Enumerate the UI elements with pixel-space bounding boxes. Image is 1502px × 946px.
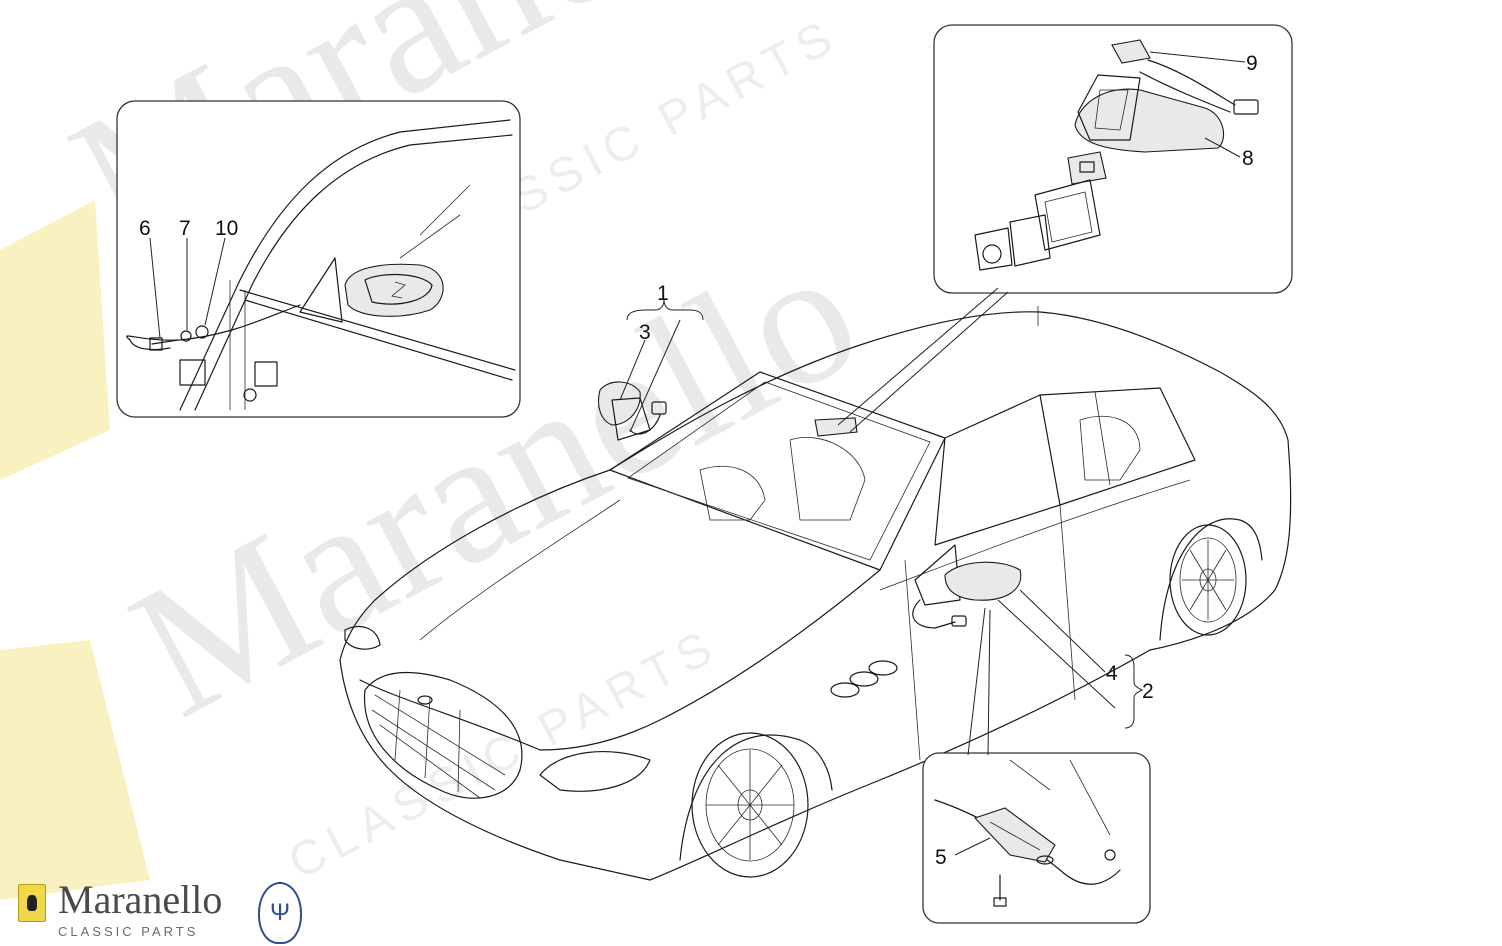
callout-5: 5 — [935, 846, 947, 869]
ferrari-shield-icon — [18, 884, 46, 922]
front-wheel — [691, 732, 809, 878]
inset-courtesy-lamp-detail — [922, 752, 1151, 924]
maserati-trident-icon: Ψ — [258, 882, 302, 944]
side-vent-2 — [849, 671, 879, 687]
callout-8: 8 — [1242, 147, 1254, 170]
inset-door-mirror-detail — [116, 100, 521, 418]
inset-connector-lines — [837, 287, 1009, 756]
callout-6: 6 — [139, 217, 151, 240]
callout-1: 1 — [657, 282, 669, 305]
mirror-assembly-exploded — [597, 381, 667, 441]
side-vent-3 — [868, 660, 898, 676]
callout-7: 7 — [179, 217, 191, 240]
interior-mirror-on-car — [814, 417, 858, 437]
ferrari-shield-watermark-2 — [0, 640, 150, 900]
brand-name: Maranello — [58, 877, 223, 922]
side-vent-1 — [830, 682, 860, 698]
callout-2: 2 — [1142, 680, 1154, 703]
callout-3: 3 — [639, 321, 651, 344]
callout-4: 4 — [1106, 662, 1118, 685]
inset-interior-mirror-detail — [933, 24, 1293, 294]
brand-logo: Maranello CLASSIC PARTS — [58, 877, 223, 940]
brand-tagline: CLASSIC PARTS — [58, 924, 199, 939]
callout-labels: 1 2 3 4 5 6 7 10 8 9 — [139, 52, 1258, 869]
car-body — [339, 306, 1292, 881]
door-mirror-on-car — [912, 544, 1022, 629]
callout-9: 9 — [1246, 52, 1258, 75]
callout-leaders — [149, 51, 1246, 856]
callout-10: 10 — [215, 217, 238, 240]
ferrari-shield-watermark — [0, 200, 110, 480]
